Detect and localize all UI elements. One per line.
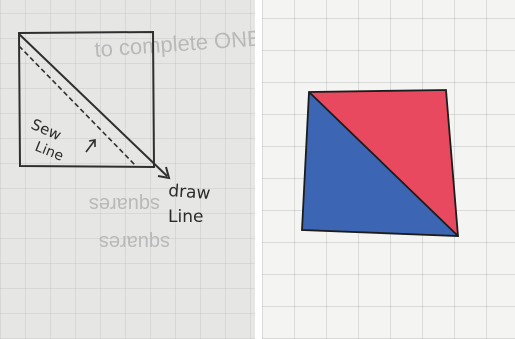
draw-line-label-2: Line	[168, 207, 203, 227]
bleed-through-text-1: to complete ONE block)	[94, 21, 255, 62]
bleed-through-text-2: squares	[89, 193, 160, 215]
draw-line-arrowhead	[157, 166, 171, 180]
bleed-through-text-3: squares	[99, 231, 170, 253]
sew-line-label-2: Line	[33, 139, 66, 165]
colored-block-drawing	[301, 89, 459, 237]
colored-block-panel	[262, 0, 515, 339]
blue-triangle	[302, 92, 458, 236]
square-outline	[17, 30, 156, 169]
panel-divider	[255, 0, 262, 339]
block-outline	[301, 89, 459, 237]
sketch-panel: to complete ONE block) squares squares S…	[0, 0, 255, 339]
sew-line-label-1: Sew	[28, 115, 64, 144]
draw-line-label-1: draw	[168, 181, 211, 204]
sketch-drawing: to complete ONE block) squares squares S…	[17, 21, 255, 253]
sew-line-arrow	[85, 139, 96, 153]
sew-line-dashed	[18, 45, 137, 167]
draw-line	[18, 33, 168, 177]
